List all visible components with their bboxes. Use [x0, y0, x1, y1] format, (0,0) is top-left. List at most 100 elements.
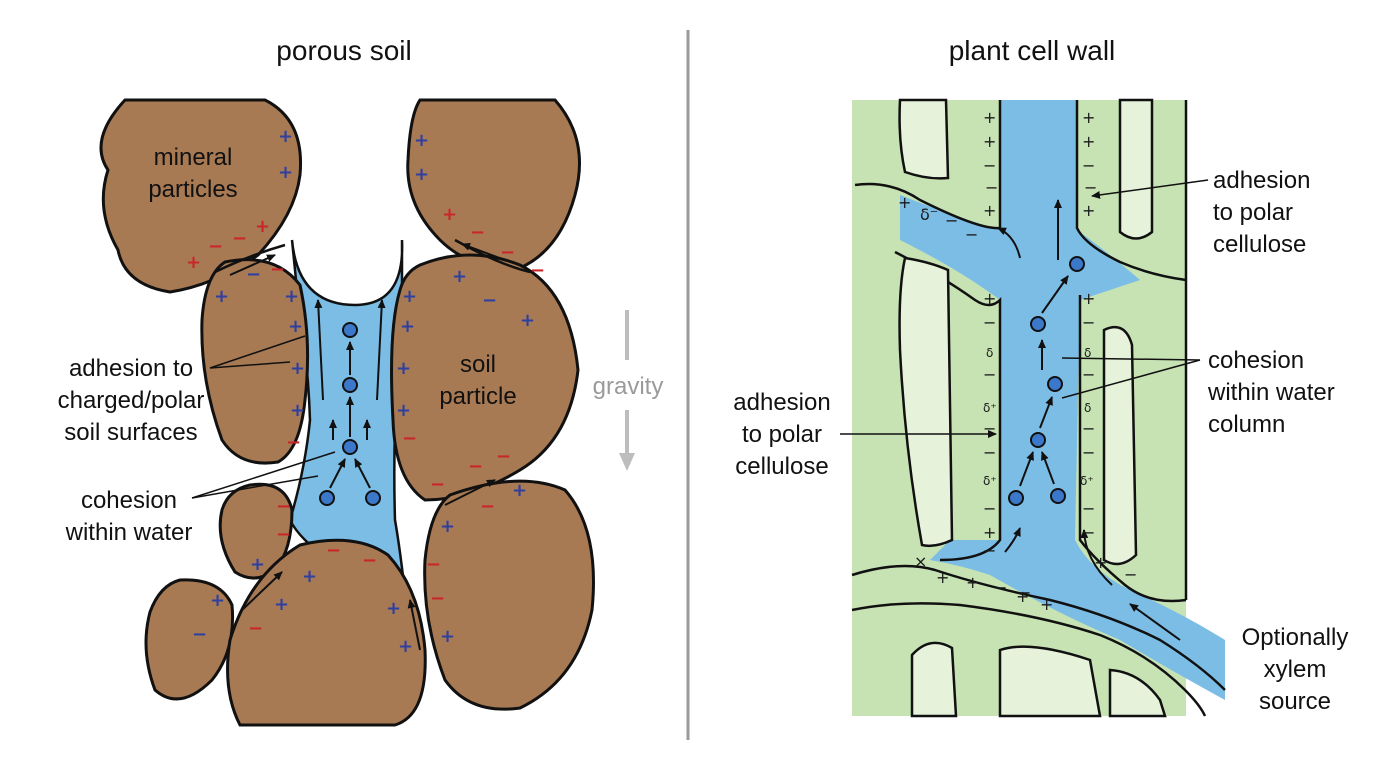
- gravity-label: gravity: [593, 373, 664, 400]
- negative-charge: −: [530, 260, 545, 281]
- positive-charge: +: [414, 164, 429, 185]
- water-molecule: [1047, 376, 1063, 392]
- negative-charge: −: [248, 618, 263, 639]
- positive-charge: +: [288, 316, 303, 337]
- negative-charge: −: [276, 496, 291, 517]
- positive-charge: +: [1094, 553, 1107, 572]
- delta: δ: [1084, 346, 1091, 360]
- xylem-source-label: source: [1259, 688, 1331, 715]
- cell-lumen: [910, 641, 958, 718]
- cohesion-column-leaders: [1061, 357, 1201, 399]
- soil-particle-bottom-left: [144, 578, 235, 701]
- column-water-molecules: [1008, 256, 1085, 506]
- soil-water-molecules: [319, 322, 381, 506]
- adhesion-top-label: adhesion: [1213, 167, 1310, 194]
- positive-charge: +: [250, 554, 265, 575]
- positive-charge: +: [1082, 132, 1095, 151]
- negative-charge: −: [983, 499, 996, 518]
- adhesion-top-leader: [1091, 179, 1209, 199]
- soil-adhesion-label: soil surfaces: [64, 419, 197, 446]
- negative-charge: −: [470, 222, 485, 243]
- cohesion-column-label: within water: [1207, 379, 1335, 406]
- negative-charge: −: [1018, 583, 1031, 602]
- soil-cohesion-label: cohesion: [81, 487, 177, 514]
- negative-charge: −: [983, 419, 996, 438]
- positive-charge: +: [1082, 108, 1095, 127]
- negative-charge: −: [983, 443, 996, 462]
- soil-adhesion-label: adhesion to: [69, 355, 193, 382]
- positive-charge: +: [1040, 595, 1053, 614]
- adhesion-top-label: to polar: [1213, 199, 1293, 226]
- negative-charge: −: [965, 225, 978, 244]
- negative-charge: −: [1082, 523, 1095, 542]
- negative-charge: −: [192, 624, 207, 645]
- negative-charge: −: [326, 540, 341, 561]
- positive-charge: +: [1016, 587, 1029, 606]
- negative-charge: −: [1082, 156, 1095, 175]
- negative-charge: −: [1082, 365, 1095, 384]
- positive-charge: +: [302, 566, 317, 587]
- adhesion-left-label: to polar: [742, 421, 822, 448]
- water-molecule: [1030, 432, 1046, 448]
- negative-charge: −: [500, 242, 515, 263]
- negative-charge: −: [480, 496, 495, 517]
- positive-charge: +: [983, 132, 996, 151]
- cohesion-column-label: column: [1208, 411, 1285, 438]
- soil-cohesion-label: within water: [65, 519, 193, 546]
- delta-plus: δ⁺: [1080, 474, 1094, 488]
- positive-charge: +: [210, 590, 225, 611]
- positive-charge: +: [290, 400, 305, 421]
- delta-minus: δ⁻: [920, 205, 938, 224]
- negative-charge: −: [468, 456, 483, 477]
- porous-soil-panel: porous soil: [58, 35, 664, 727]
- negative-charge: −: [276, 524, 291, 545]
- water-molecule: [319, 490, 335, 506]
- soil-particle-bottom-center: [226, 538, 427, 727]
- water-molecule: [1008, 490, 1024, 506]
- water-molecule: [1030, 316, 1046, 332]
- negative-charge: −: [482, 290, 497, 311]
- soil-adhesion-leaders: [209, 335, 306, 369]
- plant-cell-wall-panel: plant cell wall: [733, 35, 1348, 718]
- positive-charge: +: [214, 286, 229, 307]
- cell-wall-panel-title: plant cell wall: [949, 35, 1116, 66]
- positive-charge: +: [386, 598, 401, 619]
- positive-charge: +: [440, 626, 455, 647]
- negative-charge: −: [496, 446, 511, 467]
- negative-charge: −: [994, 578, 1007, 597]
- delta-plus: δ⁺: [983, 474, 997, 488]
- delta: δ: [1084, 401, 1091, 415]
- negative-charge: −: [1082, 443, 1095, 462]
- cohesion-column-label: cohesion: [1208, 347, 1304, 374]
- negative-charge: −: [430, 474, 445, 495]
- soil-particle-label: particle: [439, 383, 516, 410]
- negative-charge: −: [985, 178, 998, 197]
- positive-charge: +: [452, 266, 467, 287]
- cell-lumen: [1118, 98, 1154, 240]
- water-molecule: [365, 490, 381, 506]
- positive-charge: +: [936, 568, 949, 587]
- mineral-particles-label: particles: [148, 176, 237, 203]
- meniscus-left-upper: [214, 243, 286, 274]
- column-flow-arrows: [997, 199, 1181, 641]
- water-molecule: [342, 322, 358, 338]
- negative-charge: −: [270, 259, 285, 280]
- positive-charge: +: [414, 130, 429, 151]
- adhesion-top-label: cellulose: [1213, 231, 1306, 258]
- soil-panel-title: porous soil: [276, 35, 411, 66]
- positive-charge: +: [1082, 201, 1095, 220]
- positive-charge: +: [898, 193, 911, 212]
- cell-lumens: [898, 98, 1167, 718]
- negative-charge: −: [983, 313, 996, 332]
- negative-charge: −: [1124, 565, 1137, 584]
- positive-charge: +: [186, 252, 201, 273]
- positive-charge: +: [983, 108, 996, 127]
- delta-plus: δ⁺: [983, 401, 997, 415]
- cross-mark: ×: [914, 552, 927, 571]
- soil-particle-left-small: [218, 482, 294, 580]
- negative-charge: −: [983, 156, 996, 175]
- mineral-particle-top-left: [99, 98, 303, 294]
- negative-charge: −: [208, 236, 223, 257]
